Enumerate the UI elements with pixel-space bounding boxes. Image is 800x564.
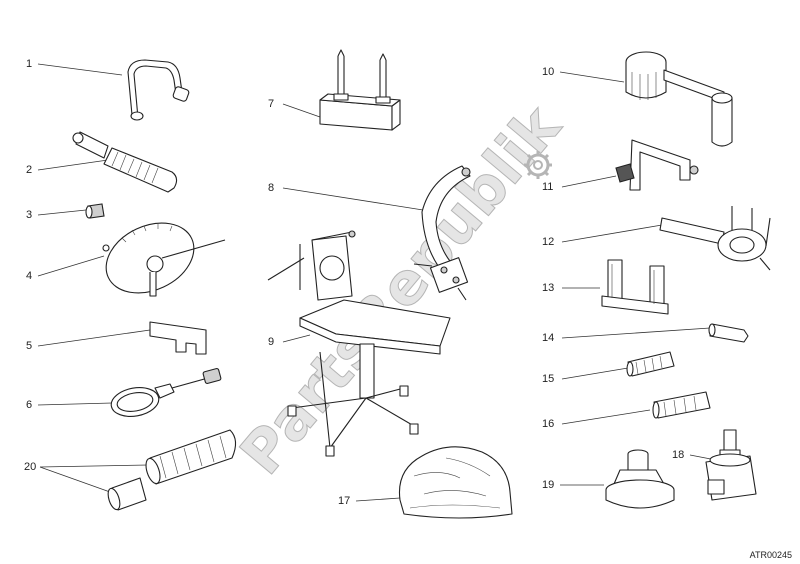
callout-9: 9 bbox=[268, 336, 274, 348]
svg-text:18: 18 bbox=[672, 449, 684, 461]
callout-12: 12 bbox=[542, 236, 554, 248]
callout-3: 3 bbox=[26, 209, 32, 221]
callout-10: 10 bbox=[542, 66, 554, 78]
svg-text:11: 11 bbox=[542, 181, 553, 193]
svg-text:20: 20 bbox=[24, 461, 36, 473]
part-9-stand bbox=[267, 230, 451, 457]
part-19-base-tool bbox=[605, 449, 675, 509]
part-15-knurled-bush bbox=[626, 351, 675, 377]
svg-text:1: 1 bbox=[26, 58, 32, 70]
callout-17: 17 bbox=[338, 495, 350, 507]
callout-15: 15 bbox=[542, 373, 554, 385]
callout-4: 4 bbox=[26, 270, 32, 282]
callout-16: 16 bbox=[542, 418, 554, 430]
part-6-filter-wrench bbox=[110, 368, 222, 417]
svg-text:13: 13 bbox=[542, 282, 554, 294]
part-16-knurled-bush bbox=[652, 391, 711, 419]
callout-19: 19 bbox=[542, 479, 554, 491]
callout-11: 11 bbox=[542, 181, 553, 193]
svg-text:16: 16 bbox=[542, 418, 554, 430]
part-10-slotted-holder bbox=[625, 51, 733, 147]
part-13-clamp-plates bbox=[601, 259, 669, 315]
svg-text:6: 6 bbox=[26, 399, 32, 411]
svg-text:8: 8 bbox=[268, 182, 274, 194]
svg-text:7: 7 bbox=[268, 98, 274, 110]
callout-1: 1 bbox=[26, 58, 32, 70]
part-8-curved-bracket bbox=[413, 165, 471, 301]
part-1-hook-tool bbox=[127, 59, 190, 121]
callout-20: 20 bbox=[24, 461, 36, 473]
part-2-handle-tool bbox=[72, 131, 178, 193]
watermark: PartsRepublik bbox=[226, 91, 574, 487]
leader-lines bbox=[37, 63, 717, 502]
part-7-pin-plate bbox=[319, 49, 401, 131]
svg-text:ATR00245: ATR00245 bbox=[750, 550, 792, 560]
callout-2: 2 bbox=[26, 164, 32, 176]
part-11-bracket-knob bbox=[615, 139, 699, 191]
svg-text:PartsRepublik: PartsRepublik bbox=[227, 92, 574, 487]
svg-text:14: 14 bbox=[542, 332, 554, 344]
part-20-grip-sleeve bbox=[107, 429, 237, 511]
callout-6: 6 bbox=[26, 399, 32, 411]
part-12-ring-holder bbox=[659, 206, 771, 271]
callout-8: 8 bbox=[268, 182, 274, 194]
part-3-bush bbox=[85, 203, 105, 219]
callout-7: 7 bbox=[268, 98, 274, 110]
callout-5: 5 bbox=[26, 340, 32, 352]
part-5-plate bbox=[149, 321, 207, 355]
callout-13: 13 bbox=[542, 282, 554, 294]
reference-code: ATR00245 bbox=[750, 550, 792, 560]
callout-14: 14 bbox=[542, 332, 554, 344]
svg-text:19: 19 bbox=[542, 479, 554, 491]
part-4-degree-wheel bbox=[102, 222, 226, 297]
watermark-gear-icon bbox=[524, 151, 552, 179]
svg-text:3: 3 bbox=[26, 209, 32, 221]
part-14-pin bbox=[708, 323, 749, 343]
svg-text:10: 10 bbox=[542, 66, 554, 78]
svg-text:5: 5 bbox=[26, 340, 32, 352]
svg-text:4: 4 bbox=[26, 270, 32, 282]
svg-text:2: 2 bbox=[26, 164, 32, 176]
svg-text:9: 9 bbox=[268, 336, 274, 348]
callout-18: 18 bbox=[672, 449, 684, 461]
svg-text:15: 15 bbox=[542, 373, 554, 385]
part-18-puller bbox=[705, 429, 757, 501]
svg-text:17: 17 bbox=[338, 495, 350, 507]
part-17-cover bbox=[398, 446, 513, 519]
svg-text:12: 12 bbox=[542, 236, 554, 248]
